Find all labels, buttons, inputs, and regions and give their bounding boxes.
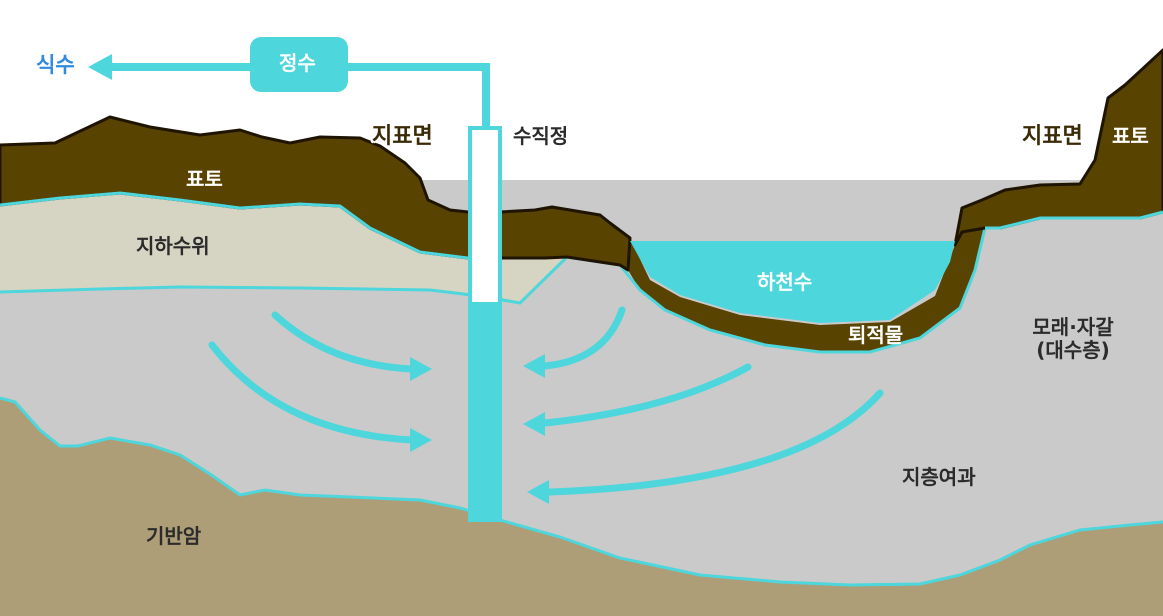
flow-arrow-right-2 [541, 363, 752, 427]
ground-surface-label-right: 지표면 [1022, 124, 1083, 149]
bedrock-upper-edge [0, 396, 1163, 587]
sediment-lower-edge [618, 227, 987, 354]
vertical-well-casing [468, 126, 502, 306]
water-table-zone [0, 193, 567, 303]
sediment-label: 퇴적물 [848, 323, 904, 347]
vertical-well-label: 수직정 [513, 124, 569, 148]
topsoil-left-lower-edge [0, 191, 469, 260]
flow-arrowhead-left-upper [410, 357, 432, 381]
flow-arrow-left-upper [271, 311, 416, 373]
bedrock-layer [0, 398, 1163, 616]
flow-arrowhead-right-3 [527, 480, 549, 504]
water-table-label: 지하수위 [136, 234, 210, 258]
vertical-well-screen [468, 304, 502, 522]
purification-label: 정수 [279, 51, 316, 75]
flow-arrows-right [541, 306, 884, 496]
topsoil-right-lower-edge [985, 210, 1163, 230]
sediment-layer [628, 225, 985, 352]
outflow-arrowhead [88, 54, 112, 80]
topsoil-label-left: 표토 [186, 167, 223, 191]
flow-arrow-right-3 [546, 389, 884, 496]
flow-arrow-left-lower [208, 341, 416, 444]
sand-gravel-label-line2: (대수층) [1036, 338, 1110, 362]
sand-gravel-label-line1: 모래·자갈 [1032, 315, 1114, 339]
flow-arrowhead-right-1 [523, 354, 545, 378]
bank-filtration-label: 지층여과 [902, 465, 976, 489]
flow-arrowhead-right-2 [523, 412, 545, 436]
purification-box [250, 37, 348, 92]
flow-arrows-left [208, 311, 416, 444]
topsoil-label-right: 표토 [1112, 124, 1149, 148]
bedrock-label: 기반암 [146, 524, 202, 548]
drinking-water-label: 식수 [36, 53, 75, 77]
sand-gravel-label: 모래·자갈 (대수층) [1018, 316, 1128, 362]
supply-pipe [330, 63, 490, 128]
flow-arrowhead-left-lower [410, 428, 432, 452]
river-water [630, 241, 955, 323]
flow-arrow-right-1 [541, 306, 626, 370]
river-water-label: 하천수 [757, 270, 813, 294]
ground-surface-label-left: 지표면 [372, 124, 433, 149]
